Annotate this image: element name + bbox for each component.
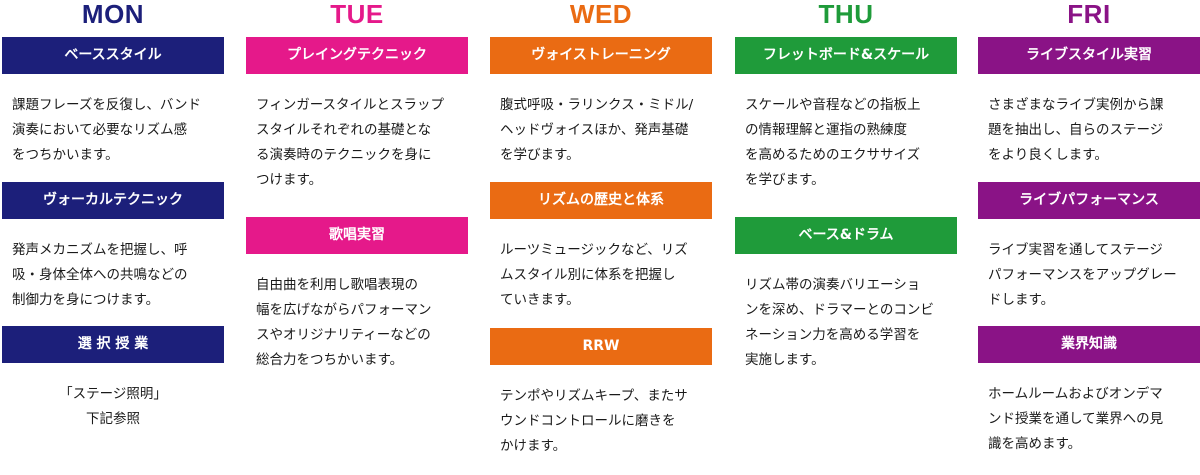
course-title: ヴォーカルテクニック — [2, 182, 224, 219]
course-title: ヴォイストレーニング — [490, 37, 712, 74]
column-mon: MON ベーススタイル 課題フレーズを反復し、バンド 演奏において必要なリズム感… — [2, 0, 224, 427]
day-label-tue: TUE — [330, 0, 384, 29]
course-title: ベーススタイル — [2, 37, 224, 74]
course-description: 腹式呼吸・ラリンクス・ミドル/ ヘッドヴォイスほか、発声基礎 を学びます。 — [500, 97, 694, 163]
course-block: RRW テンポやリズムキープ、またサ ウンドコントロールに磨きを かけます。 — [490, 328, 712, 459]
column-fri: FRI ライブスタイル実習 さまざまなライブ実例から課 題を抽出し、自らのステー… — [978, 0, 1200, 452]
column-thu: THU フレットボード&スケール スケールや音程などの指板上 の情報理解と運指の… — [735, 0, 957, 368]
course-block: 選 択 授 業 「ステージ照明」 下記参照 — [2, 326, 224, 432]
course-block: プレイングテクニック フィンガースタイルとスラップ スタイルそれぞれの基礎とな … — [246, 37, 468, 193]
course-description: 「ステージ照明」 下記参照 — [59, 386, 167, 427]
day-label-fri: FRI — [1067, 0, 1111, 29]
course-description: リズム帯の演奏バリエーショ ンを深め、ドラマーとのコンビ ネーション力を高める学… — [745, 277, 934, 368]
column-tue: TUE プレイングテクニック フィンガースタイルとスラップ スタイルそれぞれの基… — [246, 0, 468, 368]
course-block: 業界知識 ホームルームおよびオンデマ ンド授業を通して業界への見 識を高めます。 — [978, 326, 1200, 457]
course-description: 発声メカニズムを把握し、呼 吸・身体全体への共鳴などの 制御力を身につけます。 — [12, 242, 188, 308]
course-block: 歌唱実習 自由曲を利用し歌唱表現の 幅を広げながらパフォーマン スやオリジナリテ… — [246, 217, 468, 373]
course-title: プレイングテクニック — [246, 37, 468, 74]
day-label-wed: WED — [569, 0, 633, 29]
course-description: ホームルームおよびオンデマ ンド授業を通して業界への見 識を高めます。 — [988, 386, 1164, 452]
course-block: ヴォーカルテクニック 発声メカニズムを把握し、呼 吸・身体全体への共鳴などの 制… — [2, 182, 224, 313]
course-block: ベース&ドラム リズム帯の演奏バリエーショ ンを深め、ドラマーとのコンビ ネーシ… — [735, 217, 957, 373]
column-wed: WED ヴォイストレーニング 腹式呼吸・ラリンクス・ミドル/ ヘッドヴォイスほか… — [490, 0, 712, 454]
course-block: ライブパフォーマンス ライブ実習を通してステージ パフォーマンスをアップグレー … — [978, 182, 1200, 313]
course-description: ルーツミュージックなど、リズ ムスタイル別に体系を把握し ていきます。 — [500, 242, 688, 308]
course-title: 歌唱実習 — [246, 217, 468, 254]
course-description: ライブ実習を通してステージ パフォーマンスをアップグレー ドします。 — [988, 242, 1177, 308]
course-block: ヴォイストレーニング 腹式呼吸・ラリンクス・ミドル/ ヘッドヴォイスほか、発声基… — [490, 37, 712, 168]
course-title: 選 択 授 業 — [2, 326, 224, 363]
day-label-thu: THU — [818, 0, 874, 29]
course-description: フィンガースタイルとスラップ スタイルそれぞれの基礎とな る演奏時のテクニックを… — [256, 97, 445, 188]
day-label-mon: MON — [81, 0, 145, 29]
course-block: リズムの歴史と体系 ルーツミュージックなど、リズ ムスタイル別に体系を把握し て… — [490, 182, 712, 313]
course-description: スケールや音程などの指板上 の情報理解と運指の熟練度 を高めるためのエクササイズ… — [745, 97, 921, 188]
course-block: ライブスタイル実習 さまざまなライブ実例から課 題を抽出し、自らのステージ をよ… — [978, 37, 1200, 168]
course-title: ライブパフォーマンス — [978, 182, 1200, 219]
course-description: さまざまなライブ実例から課 題を抽出し、自らのステージ をより良くします。 — [988, 97, 1164, 163]
course-description: 自由曲を利用し歌唱表現の 幅を広げながらパフォーマン スやオリジナリティーなどの… — [256, 277, 432, 368]
course-title: ベース&ドラム — [735, 217, 957, 254]
course-description: テンポやリズムキープ、またサ ウンドコントロールに磨きを かけます。 — [500, 388, 688, 454]
course-block: フレットボード&スケール スケールや音程などの指板上 の情報理解と運指の熟練度 … — [735, 37, 957, 193]
course-title: RRW — [490, 328, 712, 365]
course-description: 課題フレーズを反復し、バンド 演奏において必要なリズム感 をつちかいます。 — [12, 97, 201, 163]
course-title: リズムの歴史と体系 — [490, 182, 712, 219]
course-title: フレットボード&スケール — [735, 37, 957, 74]
course-block: ベーススタイル 課題フレーズを反復し、バンド 演奏において必要なリズム感 をつち… — [2, 37, 224, 168]
course-title: 業界知識 — [978, 326, 1200, 363]
course-title: ライブスタイル実習 — [978, 37, 1200, 74]
